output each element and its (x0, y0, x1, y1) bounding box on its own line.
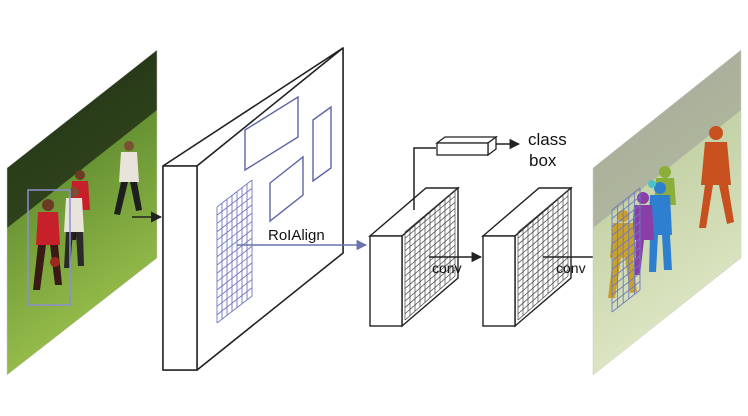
roi-box-2 (312, 105, 332, 183)
branch-line (413, 147, 436, 210)
roi-box-3 (269, 155, 304, 223)
box-label: box (529, 151, 557, 170)
output-image (592, 49, 742, 376)
input-image (6, 49, 158, 376)
conv-label-1: conv (432, 260, 462, 276)
class-label: class (528, 130, 567, 149)
feature-map (162, 47, 344, 371)
block-1-grid (404, 189, 456, 321)
roi-grid (216, 179, 253, 324)
segmented-players-illustration (593, 50, 741, 313)
roi-boxes (244, 95, 332, 223)
soccer-players-illustration (7, 50, 157, 306)
block-2-grid (517, 189, 569, 321)
roi-box-1 (244, 95, 299, 172)
fc-block (435, 135, 498, 157)
roialign-label: RoIAlign (268, 227, 325, 244)
output-mask-grid (611, 187, 641, 313)
feature-map-side (162, 165, 198, 371)
conv-label-2: conv (556, 260, 586, 276)
